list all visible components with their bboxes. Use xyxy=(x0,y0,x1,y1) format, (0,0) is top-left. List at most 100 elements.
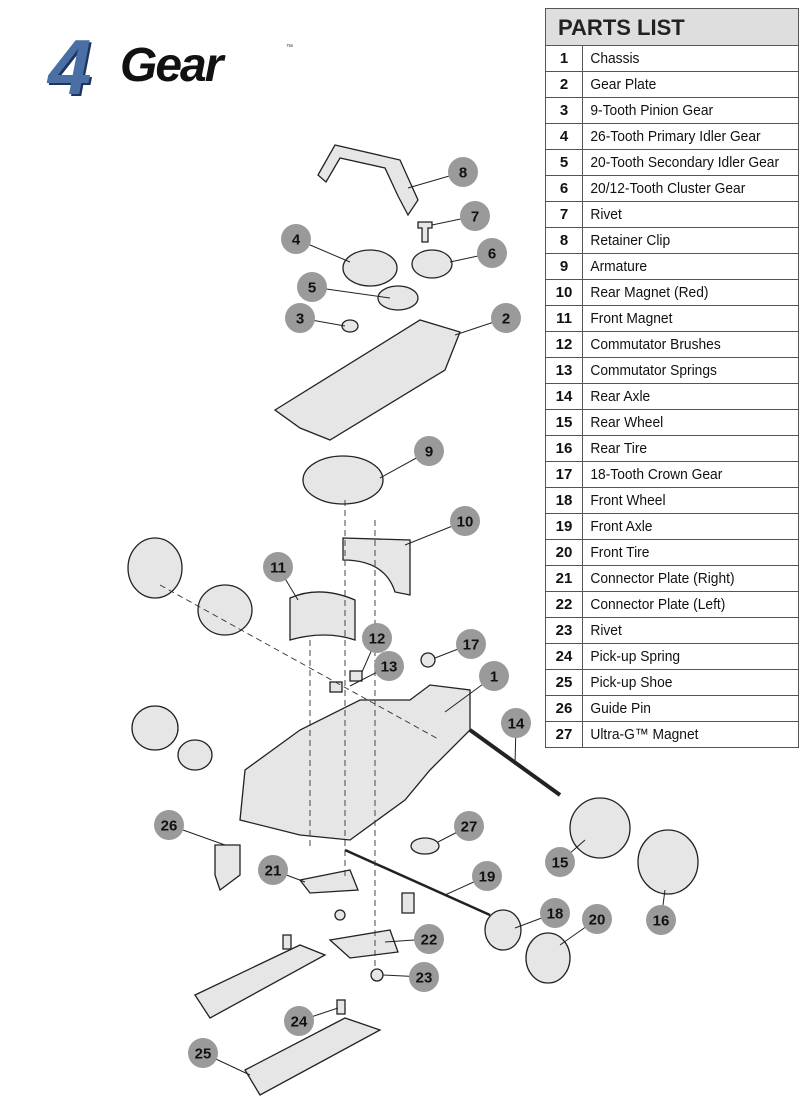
callout-badge xyxy=(501,708,531,738)
part-name: 20-Tooth Secondary Idler Gear xyxy=(590,154,780,171)
part-name: Retainer Clip xyxy=(590,232,671,249)
part-name: Connector Plate (Right) xyxy=(590,570,735,587)
part-number: 16 xyxy=(546,436,583,461)
callout-badge xyxy=(448,157,478,187)
part-number: 23 xyxy=(546,618,583,643)
part-number: 7 xyxy=(546,202,583,227)
part-name: Rear Wheel xyxy=(590,414,664,431)
front-tire-left xyxy=(131,705,179,751)
callout-badge xyxy=(374,651,404,681)
callout-badge xyxy=(297,272,327,302)
logo-number: 4 xyxy=(48,23,91,111)
callout-13: 13 xyxy=(349,651,404,687)
part-name: Front Magnet xyxy=(590,310,673,327)
callout-number: 17 xyxy=(463,637,480,654)
parts-list-row: 8 Retainer Clip xyxy=(546,227,798,253)
callout-badge xyxy=(285,303,315,333)
parts-list-row: 2 Gear Plate xyxy=(546,71,798,97)
callout-badge xyxy=(263,552,293,582)
callout-number: 11 xyxy=(270,560,286,577)
callout-25: 25 xyxy=(188,1038,251,1076)
part-number: 8 xyxy=(546,228,583,253)
parts-list-title: PARTS LIST xyxy=(546,9,798,46)
callout-24: 24 xyxy=(284,1006,339,1036)
part-name: Commutator Springs xyxy=(590,362,717,379)
front-wheel-left xyxy=(177,739,213,771)
part-number: 6 xyxy=(546,176,583,201)
part-number: 17 xyxy=(546,462,583,487)
part-number: 20 xyxy=(546,540,583,565)
callout-number: 1 xyxy=(490,669,498,686)
callout-3: 3 xyxy=(285,303,346,333)
part-name: Front Tire xyxy=(590,544,650,561)
part-number: 15 xyxy=(546,410,583,435)
callout-number: 26 xyxy=(161,818,178,835)
callout-21: 21 xyxy=(258,855,306,885)
part-name: Rivet xyxy=(590,622,622,639)
logo-trademark: ™ xyxy=(286,44,293,51)
pickup-shoe-left xyxy=(244,1017,382,1096)
callout-badge xyxy=(540,898,570,928)
part-name: Chassis xyxy=(590,50,640,67)
part-name: Connector Plate (Left) xyxy=(590,596,726,613)
callout-number: 24 xyxy=(291,1014,308,1031)
part-number: 27 xyxy=(546,722,583,747)
callout-12: 12 xyxy=(361,623,392,673)
callout-badge xyxy=(414,924,444,954)
front-axle xyxy=(344,848,491,917)
callout-badge xyxy=(479,661,509,691)
callout-27: 27 xyxy=(437,811,484,843)
part-number: 3 xyxy=(546,98,583,123)
rear-magnet xyxy=(342,537,411,596)
callout-number: 4 xyxy=(292,232,301,249)
callout-number: 3 xyxy=(296,311,304,328)
rivet-21 xyxy=(334,909,346,921)
callout-badge xyxy=(545,847,575,877)
rear-tire-left xyxy=(127,537,183,599)
part-number: 22 xyxy=(546,592,583,617)
part-number: 10 xyxy=(546,280,583,305)
callout-5: 5 xyxy=(297,272,391,302)
pickup-spring xyxy=(336,999,346,1015)
callout-badge xyxy=(477,238,507,268)
pinion-gear xyxy=(341,319,359,333)
part-name: Rivet xyxy=(590,206,622,223)
callout-badge xyxy=(456,629,486,659)
callout-6: 6 xyxy=(449,238,507,268)
callout-number: 20 xyxy=(589,912,606,929)
callout-number: 25 xyxy=(195,1046,212,1063)
part-number: 12 xyxy=(546,332,583,357)
callout-number: 21 xyxy=(265,863,282,880)
callout-number: 15 xyxy=(552,855,569,872)
front-tire-right xyxy=(525,932,571,984)
front-magnet xyxy=(289,591,356,641)
gear-plate xyxy=(273,319,461,441)
callout-badge xyxy=(450,506,480,536)
part-number: 4 xyxy=(546,124,583,149)
callout-number: 27 xyxy=(461,819,478,836)
callout-number: 10 xyxy=(457,514,474,531)
callout-14: 14 xyxy=(501,708,531,766)
callout-number: 18 xyxy=(547,906,564,923)
part-name: Pick-up Spring xyxy=(590,648,681,665)
callout-23: 23 xyxy=(382,962,439,992)
part-name: Gear Plate xyxy=(590,76,657,93)
callout-badge xyxy=(409,962,439,992)
front-wheel-right xyxy=(484,909,522,951)
callout-19: 19 xyxy=(444,861,502,896)
callout-4: 4 xyxy=(281,224,351,263)
callout-number: 9 xyxy=(425,444,433,461)
part-number: 2 xyxy=(546,72,583,97)
part-name: 9-Tooth Pinion Gear xyxy=(590,102,714,119)
